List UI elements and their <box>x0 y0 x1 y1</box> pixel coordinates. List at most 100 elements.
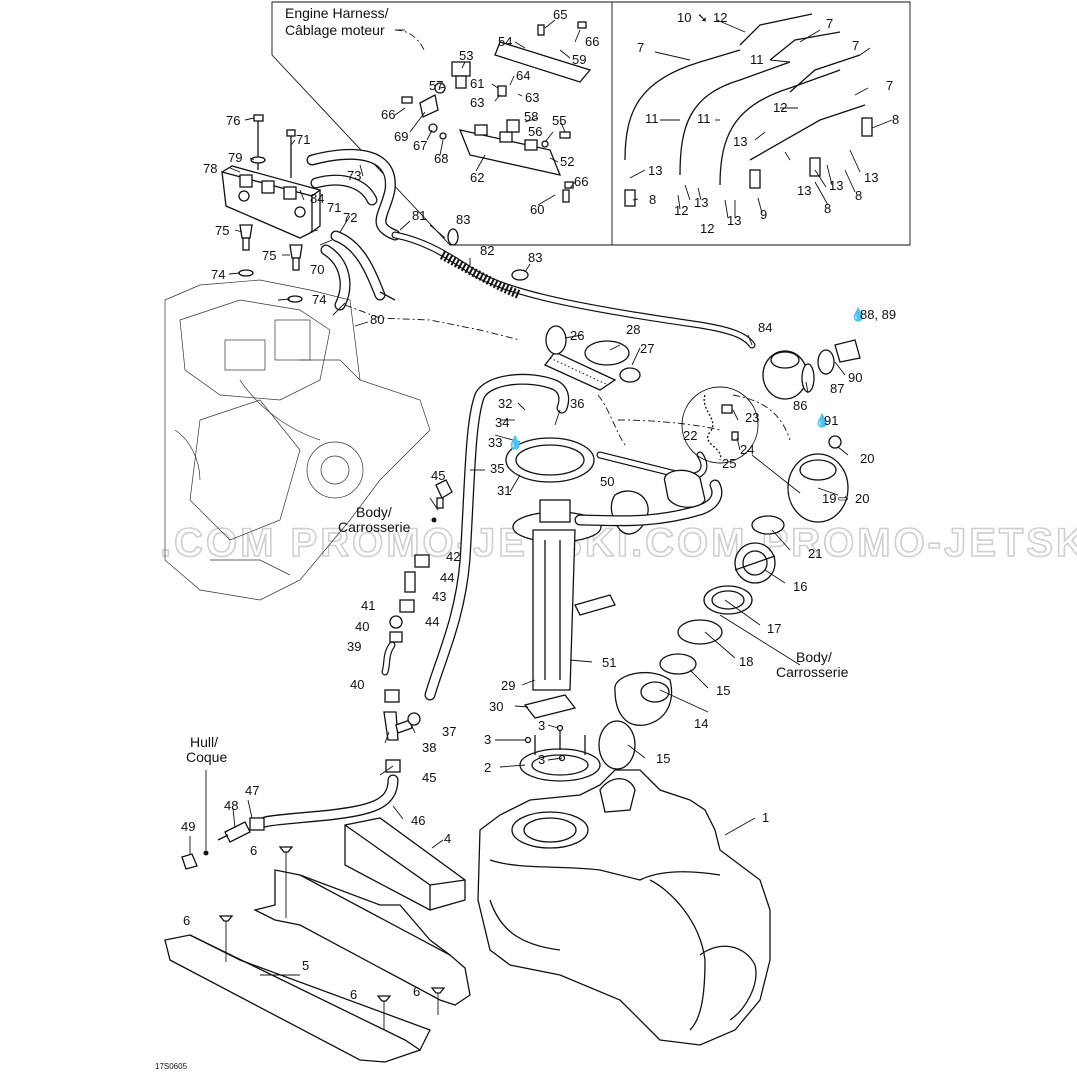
callout-29: 29 <box>501 678 515 693</box>
callout-52: 52 <box>560 154 574 169</box>
callout-30: 30 <box>489 699 503 714</box>
callout-16: 16 <box>793 579 807 594</box>
callout-81: 81 <box>412 208 426 223</box>
callout-74a: 74 <box>211 267 225 282</box>
callout-32: 32 <box>498 396 512 411</box>
callout-19-arrow: ⇨ <box>838 491 849 506</box>
notes: Engine Harness/ Câblage moteur Body/ Car… <box>155 5 849 1071</box>
note-carrosserie-1: Carrosserie <box>338 519 411 535</box>
callout-19: 19 <box>822 491 836 506</box>
clamp-44 <box>399 599 415 613</box>
callout-66a: 66 <box>585 34 599 49</box>
tee-fitting-38 <box>383 711 413 741</box>
callout-88-89: 88, 89 <box>860 307 896 322</box>
drawing-code: 17S0605 <box>155 1062 188 1071</box>
harness-inset <box>271 1 911 246</box>
callout-20: 20 <box>860 451 874 466</box>
callout-48: 48 <box>224 798 238 813</box>
callout-46: 46 <box>411 813 425 828</box>
callout-56: 56 <box>528 124 542 139</box>
connector-block-52 <box>458 124 562 176</box>
callout-13a: 13 <box>733 134 747 149</box>
callout-58: 58 <box>524 109 538 124</box>
screw-60 <box>562 189 570 203</box>
seal-17 <box>703 585 753 615</box>
clamp-15a <box>659 653 697 675</box>
clamp-83a <box>447 228 459 246</box>
callout-15b: 15 <box>656 751 670 766</box>
tether-detail-22 <box>681 386 759 464</box>
callout-13f: 13 <box>829 178 843 193</box>
check-valve-45a <box>435 479 453 509</box>
note-body-1: Body/ <box>356 504 392 520</box>
callout-66c: 66 <box>574 174 588 189</box>
leader-lines <box>189 19 893 976</box>
callout-87: 87 <box>830 381 844 396</box>
strap-set-7-11 <box>624 13 866 186</box>
callout-59: 59 <box>572 52 586 67</box>
callout-3c: 3 <box>538 752 545 767</box>
engine-block <box>164 279 431 601</box>
callout-39: 39 <box>347 639 361 654</box>
callout-90: 90 <box>848 370 862 385</box>
callout-6b: 6 <box>183 913 190 928</box>
callout-31: 31 <box>497 483 511 498</box>
callout-13e: 13 <box>797 183 811 198</box>
rivet-6-set <box>218 846 446 1030</box>
note-coque: Coque <box>186 749 227 765</box>
fuel-rail <box>221 165 322 239</box>
fuel-line-81 <box>391 231 756 349</box>
callout-88-drop: 💧 <box>850 307 866 322</box>
o-ring-74b <box>287 295 303 303</box>
corrugation <box>549 357 609 386</box>
clip-8-set <box>624 117 873 207</box>
sensor-58 <box>506 119 520 133</box>
hose-43 <box>404 571 416 593</box>
note-hull: Hull/ <box>190 734 218 750</box>
callout-40b: 40 <box>350 677 364 692</box>
callout-12d: 12 <box>700 221 714 236</box>
callout-91: 91 <box>824 413 838 428</box>
screw-65 <box>537 24 545 36</box>
bolt-71a <box>286 129 296 178</box>
callout-54: 54 <box>498 34 512 49</box>
callout-34: 34 <box>495 415 509 430</box>
callout-21: 21 <box>808 546 822 561</box>
filler-hose-14 <box>614 671 673 726</box>
bracket-54 <box>494 41 592 83</box>
callout-17: 17 <box>767 621 781 636</box>
o-ring-74a <box>238 269 254 277</box>
callout-45b: 45 <box>422 770 436 785</box>
callout-53: 53 <box>459 48 473 63</box>
fuel-cap-assembly-86 <box>762 350 815 400</box>
callout-80: 80 <box>370 312 384 327</box>
callout-7a: 7 <box>637 40 644 55</box>
seal-30 <box>523 694 577 719</box>
note-body-2: Body/ <box>796 649 832 665</box>
callout-19-to-20: 20 <box>855 491 869 506</box>
callout-12c: 12 <box>674 203 688 218</box>
callout-83a: 83 <box>456 212 470 227</box>
clamp-21 <box>751 515 785 535</box>
callout-3b: 3 <box>538 718 545 733</box>
fuel-injector-75a <box>239 224 253 251</box>
callout-12b: 12 <box>773 100 787 115</box>
fuel-pump-module-29 <box>512 499 616 691</box>
callout-6c: 6 <box>350 987 357 1002</box>
fuel-hose-73 <box>306 148 401 241</box>
callout-24: 24 <box>740 442 754 457</box>
callout-79: 79 <box>228 150 242 165</box>
callout-51: 51 <box>602 655 616 670</box>
callout-62: 62 <box>470 170 484 185</box>
callout-43: 43 <box>432 589 446 604</box>
callout-71b: 71 <box>327 200 341 215</box>
callout-10: 10 <box>677 10 691 25</box>
fitting-80 <box>379 291 396 301</box>
callout-4: 4 <box>444 831 451 846</box>
callout-45a: 45 <box>431 468 445 483</box>
fitting-41 <box>389 615 403 629</box>
grommet-49 <box>181 853 198 870</box>
callout-74b: 74 <box>312 292 326 307</box>
callout-41: 41 <box>361 598 375 613</box>
